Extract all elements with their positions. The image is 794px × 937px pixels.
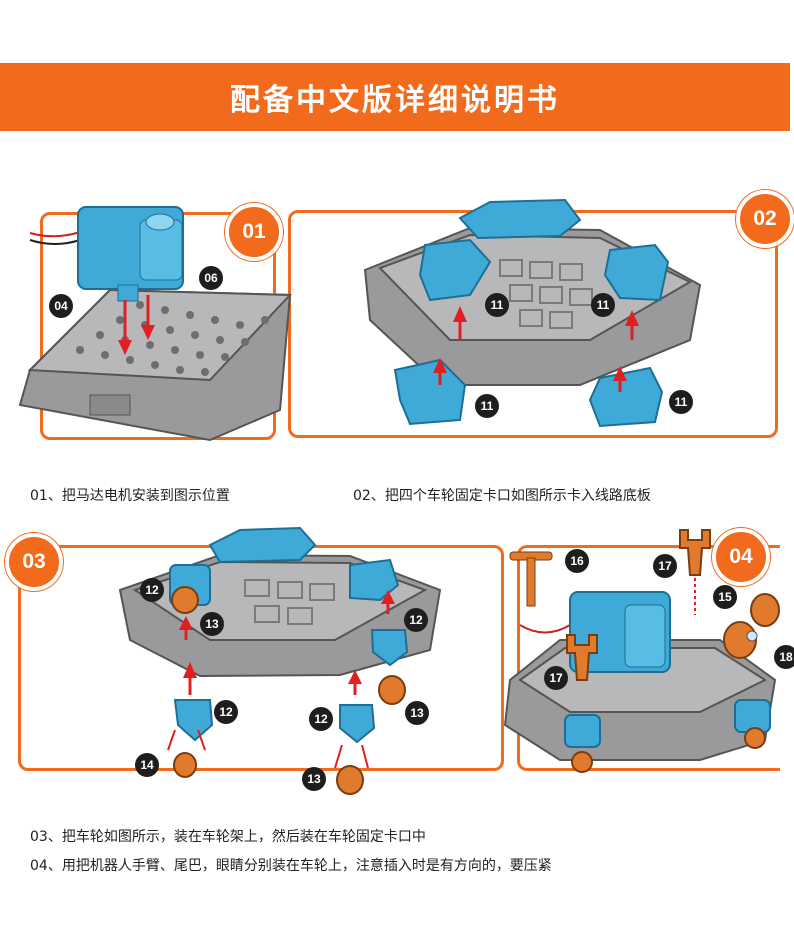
part-marker-12b: 12 [404, 608, 428, 632]
step-badge-04: 04 [712, 528, 770, 586]
step-02-caption: 02、把四个车轮固定卡口如图所示卡入线路底板 [353, 488, 651, 504]
step-02-illustration [363, 198, 702, 428]
step-04-caption: 04、用把机器人手臂、尾巴，眼睛分别装在车轮上，注意插入时是有方向的，要压紧 [30, 858, 552, 874]
part-marker-11a: 11 [485, 293, 509, 317]
part-marker-16: 16 [565, 549, 589, 573]
part-marker-17a: 17 [653, 554, 677, 578]
svg-text:12: 12 [145, 583, 159, 597]
svg-text:11: 11 [481, 399, 494, 413]
part-marker-12d: 12 [309, 707, 333, 731]
part-marker-18: 18 [774, 645, 794, 669]
part-marker-14: 14 [135, 753, 159, 777]
svg-text:12: 12 [409, 613, 423, 627]
header-banner: 配备中文版详细说明书 [0, 63, 790, 131]
step-badge-01: 01 [225, 203, 283, 261]
svg-text:11: 11 [597, 298, 610, 312]
part-marker-11d: 11 [669, 390, 693, 414]
part-marker-12c: 12 [214, 700, 238, 724]
svg-text:12: 12 [314, 712, 328, 726]
svg-text:17: 17 [658, 559, 672, 573]
part-marker-12a: 12 [140, 578, 164, 602]
svg-text:17: 17 [549, 671, 563, 685]
svg-text:12: 12 [219, 705, 233, 719]
step-01-caption: 01、把马达电机安装到图示位置 [30, 488, 230, 504]
part-markers: 04 06 11 11 11 11 12 13 12 12 12 13 14 1… [49, 266, 794, 791]
svg-text:13: 13 [410, 706, 424, 720]
part-marker-04: 04 [49, 294, 73, 318]
part-marker-15: 15 [713, 585, 737, 609]
svg-text:13: 13 [307, 772, 321, 786]
step-badge-03: 03 [5, 533, 63, 591]
svg-text:16: 16 [570, 554, 584, 568]
part-marker-13a: 13 [200, 612, 224, 636]
part-marker-17b: 17 [544, 666, 568, 690]
part-marker-11b: 11 [591, 293, 615, 317]
part-marker-13c: 13 [302, 767, 326, 791]
svg-text:14: 14 [140, 758, 154, 772]
svg-text:04: 04 [54, 299, 68, 313]
svg-text:06: 06 [204, 271, 218, 285]
svg-text:11: 11 [675, 395, 688, 409]
step-04-illustration [503, 529, 780, 773]
page-title: 配备中文版详细说明书 [230, 83, 560, 118]
svg-text:18: 18 [779, 650, 793, 664]
part-marker-11c: 11 [475, 394, 499, 418]
part-marker-06: 06 [199, 266, 223, 290]
step-03-illustration [118, 526, 442, 795]
step-04-panel [517, 545, 780, 771]
step-badge-02: 02 [736, 190, 794, 248]
svg-text:11: 11 [491, 298, 504, 312]
step-01-illustration [18, 206, 293, 442]
svg-text:15: 15 [718, 590, 732, 604]
svg-text:13: 13 [205, 617, 219, 631]
step-03-caption: 03、把车轮如图所示，装在车轮架上，然后装在车轮固定卡口中 [30, 829, 426, 845]
part-marker-13b: 13 [405, 701, 429, 725]
